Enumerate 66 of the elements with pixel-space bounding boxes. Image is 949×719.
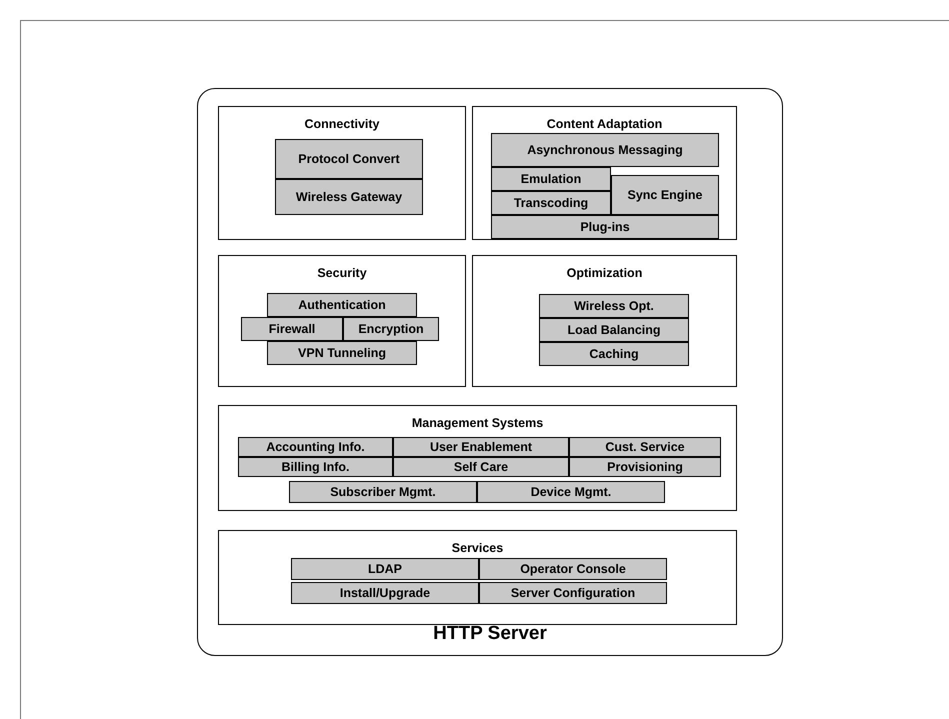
component-box bbox=[275, 179, 423, 215]
group-heading: Services bbox=[452, 541, 504, 555]
component-box bbox=[479, 582, 667, 604]
component-box bbox=[479, 558, 667, 580]
component-label: VPN Tunneling bbox=[298, 346, 386, 360]
component-label: Operator Console bbox=[520, 562, 626, 576]
component-box bbox=[393, 437, 569, 457]
component-label: Wireless Gateway bbox=[296, 190, 402, 204]
component-label: Caching bbox=[589, 347, 639, 361]
component-box bbox=[477, 481, 665, 503]
group-heading: Optimization bbox=[566, 266, 642, 280]
component-box bbox=[539, 342, 689, 366]
group-panel bbox=[218, 530, 737, 625]
component-label: Encryption bbox=[358, 322, 424, 336]
group-heading: Security bbox=[317, 266, 367, 280]
component-label: Protocol Convert bbox=[298, 152, 400, 166]
component-label: Device Mgmt. bbox=[530, 485, 612, 499]
component-box bbox=[491, 167, 611, 191]
component-label: Subscriber Mgmt. bbox=[330, 485, 436, 499]
component-label: Load Balancing bbox=[567, 323, 661, 337]
component-label: Firewall bbox=[268, 322, 316, 336]
group-panel bbox=[218, 106, 466, 240]
component-box bbox=[539, 294, 689, 318]
server-panel bbox=[197, 88, 783, 656]
group-panel bbox=[472, 106, 737, 240]
group-heading: Connectivity bbox=[304, 117, 380, 131]
component-box bbox=[539, 318, 689, 342]
group-heading: Content Adaptation bbox=[546, 117, 662, 131]
component-label: Billing Info. bbox=[281, 460, 350, 474]
component-box bbox=[569, 437, 721, 457]
component-box bbox=[267, 341, 417, 365]
component-box bbox=[275, 139, 423, 179]
component-label: Asynchronous Messaging bbox=[527, 143, 683, 157]
component-box bbox=[291, 558, 479, 580]
component-box bbox=[343, 317, 439, 341]
group-panel bbox=[218, 405, 737, 511]
component-label: Authentication bbox=[298, 298, 386, 312]
component-label: User Enablement bbox=[430, 440, 532, 454]
component-label: Transcoding bbox=[514, 196, 588, 210]
component-label: Server Configuration bbox=[510, 586, 636, 600]
component-box bbox=[491, 191, 611, 215]
group-panel bbox=[472, 255, 737, 387]
component-label: LDAP bbox=[368, 562, 402, 576]
component-box bbox=[241, 317, 343, 341]
component-label: Cust. Service bbox=[605, 440, 685, 454]
component-label: Self Care bbox=[454, 460, 508, 474]
component-box bbox=[611, 175, 719, 215]
component-box bbox=[291, 582, 479, 604]
group-panel bbox=[218, 255, 466, 387]
component-label: Wireless Opt. bbox=[574, 299, 654, 313]
component-label: Plug-ins bbox=[580, 220, 630, 234]
component-box bbox=[238, 457, 393, 477]
server-title: HTTP Server bbox=[433, 623, 547, 645]
component-label: Sync Engine bbox=[627, 188, 703, 202]
component-label: Accounting Info. bbox=[266, 440, 365, 454]
component-box bbox=[491, 133, 719, 167]
group-heading: Management Systems bbox=[412, 416, 544, 430]
component-box bbox=[289, 481, 477, 503]
component-label: Install/Upgrade bbox=[340, 586, 430, 600]
component-box bbox=[267, 293, 417, 317]
component-box bbox=[491, 215, 719, 239]
component-box bbox=[393, 457, 569, 477]
component-label: Provisioning bbox=[607, 460, 683, 474]
component-box bbox=[238, 437, 393, 457]
component-label: Emulation bbox=[520, 172, 582, 186]
component-box bbox=[569, 457, 721, 477]
